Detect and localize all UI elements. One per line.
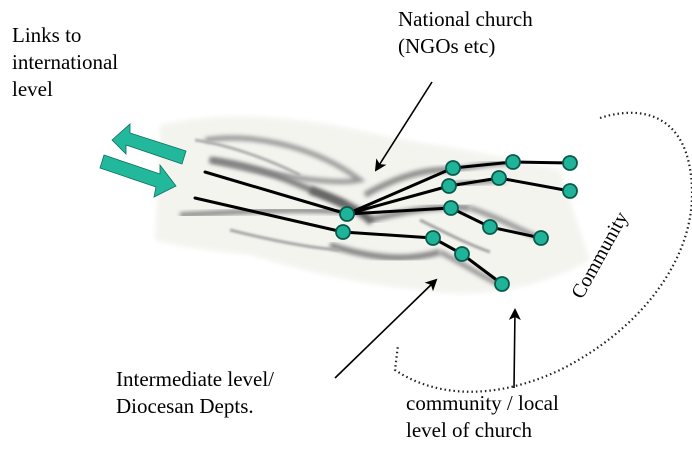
circle-node-icon <box>492 171 506 185</box>
circle-node-icon <box>495 277 509 291</box>
circle-node-icon <box>426 231 440 245</box>
circle-node-icon <box>446 161 460 175</box>
circle-node-icon <box>455 247 469 261</box>
circle-node-icon <box>336 225 350 239</box>
international-label-line: Links to <box>12 22 118 49</box>
circle-node-icon <box>483 220 497 234</box>
circle-node-icon <box>534 231 548 245</box>
community-local-label-line: community / local <box>406 390 559 417</box>
circle-node-icon <box>506 155 520 169</box>
international-label-line: international <box>12 49 118 76</box>
circle-node-icon <box>563 156 577 170</box>
circle-node-icon <box>444 201 458 215</box>
circle-node-icon <box>340 207 354 221</box>
international-links-label: Links to international level <box>12 22 118 103</box>
intermediate-label-line: Intermediate level/ <box>116 366 274 393</box>
circle-node-icon <box>563 184 577 198</box>
community-local-label: community / local level of church <box>406 390 559 444</box>
national-church-label: National church (NGOs etc) <box>398 6 533 60</box>
circle-node-icon <box>442 179 456 193</box>
national-label-line: National church <box>398 6 533 33</box>
national-label-line: (NGOs etc) <box>398 33 533 60</box>
intermediate-level-label: Intermediate level/ Diocesan Depts. <box>116 366 274 420</box>
arrow-to-intermediate <box>335 280 436 378</box>
international-label-line: level <box>12 76 118 103</box>
intermediate-label-line: Diocesan Depts. <box>116 393 274 420</box>
arrow-to-community-local <box>514 310 515 388</box>
community-local-label-line: level of church <box>406 417 559 444</box>
